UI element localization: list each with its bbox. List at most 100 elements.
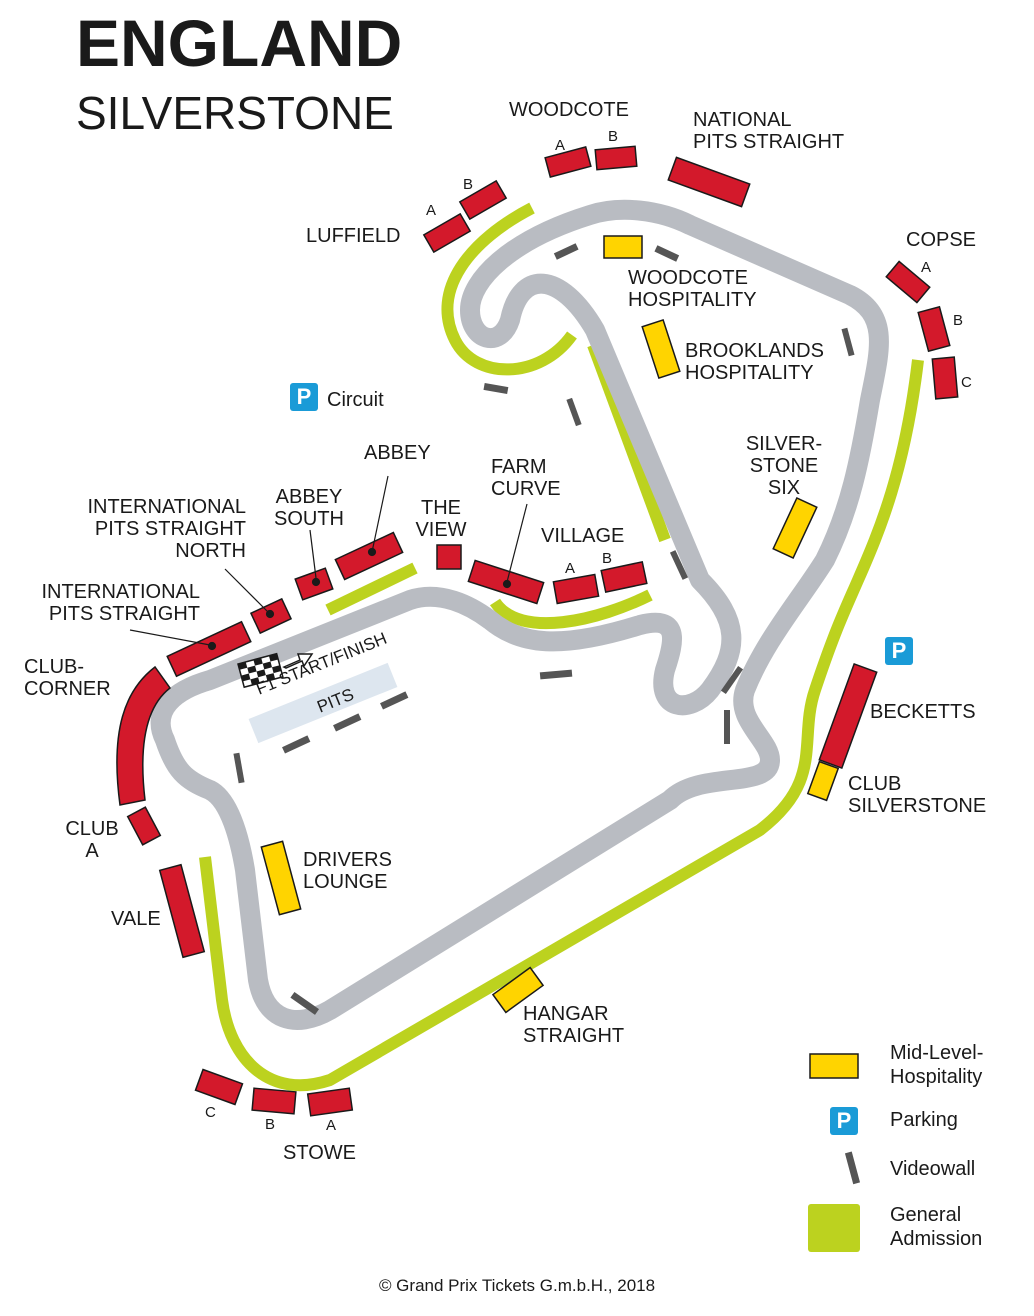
- label-woodcote-b: B: [608, 128, 619, 145]
- vw-5: [566, 397, 582, 427]
- label-becketts: BECKETTS: [870, 701, 976, 723]
- label-abbey: ABBEY: [364, 442, 431, 464]
- label-club-corner: CLUB-CORNER: [24, 656, 111, 700]
- stand-village-a: [552, 573, 600, 605]
- legend-videowall-label: Videowall: [890, 1158, 976, 1180]
- ga-copse-becketts: [199, 359, 924, 1092]
- vw-1: [553, 243, 579, 260]
- stand-copse-c: [931, 356, 959, 400]
- label-luffield-b: B: [463, 176, 474, 193]
- pointer-lines: [129, 475, 528, 651]
- vw-4: [483, 382, 509, 395]
- hosp-drivers: [260, 840, 302, 916]
- ga-village: [489, 589, 653, 630]
- stand-stowe-b: [251, 1087, 297, 1115]
- label-copse-c: C: [961, 374, 972, 391]
- stand-luffield-a: [422, 212, 472, 254]
- hosp-woodcote: [603, 235, 643, 259]
- hospitality-areas: [260, 235, 859, 1079]
- label-copse-b: B: [953, 312, 964, 329]
- checkered-flag: [237, 652, 284, 689]
- copyright-footer: © Grand Prix Tickets G.m.b.H., 2018: [378, 1276, 656, 1295]
- legend-general-swatch: [808, 1204, 860, 1252]
- page-title: ENGLAND: [76, 6, 403, 80]
- label-woodcote-a: A: [555, 137, 566, 154]
- stand-stowe-c: [194, 1068, 244, 1106]
- direction-arrow-icon: [282, 653, 314, 669]
- vw-12: [380, 691, 409, 710]
- track: [150, 199, 889, 1030]
- hosp-brooklands: [641, 318, 681, 380]
- label-woodcote: WOODCOTE: [509, 99, 629, 121]
- vw-8: [720, 665, 744, 695]
- vw-9: [724, 710, 730, 744]
- stand-club-corner: [116, 665, 172, 806]
- vw-6: [669, 550, 689, 580]
- legend-videowall-mark: [844, 1151, 861, 1185]
- stand-copse-a: [885, 260, 931, 304]
- videowalls: [233, 243, 861, 1185]
- parking-icon-circuit: P: [290, 383, 318, 411]
- hosp-hangar: [491, 966, 545, 1014]
- vw-7: [539, 669, 573, 680]
- vw-11: [333, 713, 362, 732]
- page-subtitle: SILVERSTONE: [76, 87, 394, 139]
- label-luffield-a: A: [426, 202, 437, 219]
- pits-lane: [248, 662, 398, 744]
- stand-copse-b: [917, 305, 951, 353]
- label-stowe-c: C: [205, 1104, 216, 1121]
- stand-village-b: [600, 560, 648, 594]
- label-village-a: A: [565, 560, 576, 577]
- stand-ips: [166, 620, 252, 678]
- label-village: VILLAGE: [541, 525, 625, 547]
- stand-woodcote-a: [544, 145, 592, 179]
- vw-13: [233, 752, 245, 784]
- legend-parking-label: Parking: [890, 1109, 958, 1131]
- vw-10: [282, 735, 311, 754]
- stand-the-view: [436, 544, 462, 570]
- ga-abbey: [325, 562, 418, 616]
- stand-luffield-b: [458, 179, 508, 221]
- ga-luffield: [441, 202, 577, 376]
- label-village-b: B: [602, 550, 613, 567]
- stand-national: [667, 156, 751, 208]
- legend-hospitality-swatch: [809, 1053, 859, 1079]
- stand-vale: [158, 863, 206, 959]
- stand-club-a: [126, 806, 162, 846]
- vw-14: [290, 991, 320, 1015]
- label-circuit-parking: Circuit: [327, 389, 384, 411]
- hosp-silverstone-six: [772, 496, 818, 560]
- hosp-club-silverstone: [806, 760, 840, 802]
- legend-hospitality-label: Mid-Level-Hospitality: [890, 1042, 984, 1088]
- stand-becketts: [818, 663, 878, 769]
- parking-icon-becketts: P: [885, 637, 913, 665]
- label-copse: COPSE: [906, 229, 977, 251]
- stand-woodcote-b: [594, 145, 638, 171]
- label-stowe-b: B: [265, 1116, 276, 1133]
- vw-3: [841, 327, 855, 357]
- stand-abbey: [334, 531, 404, 581]
- label-copse-a: A: [921, 259, 932, 276]
- label-luffield: LUFFIELD: [306, 225, 401, 247]
- label-stowe-a: A: [326, 1117, 337, 1134]
- label-vale: VALE: [111, 908, 161, 930]
- stand-stowe-a: [306, 1087, 354, 1117]
- grandstands: [116, 145, 959, 1117]
- legend-parking-icon: P: [830, 1107, 858, 1135]
- vw-2: [654, 245, 680, 262]
